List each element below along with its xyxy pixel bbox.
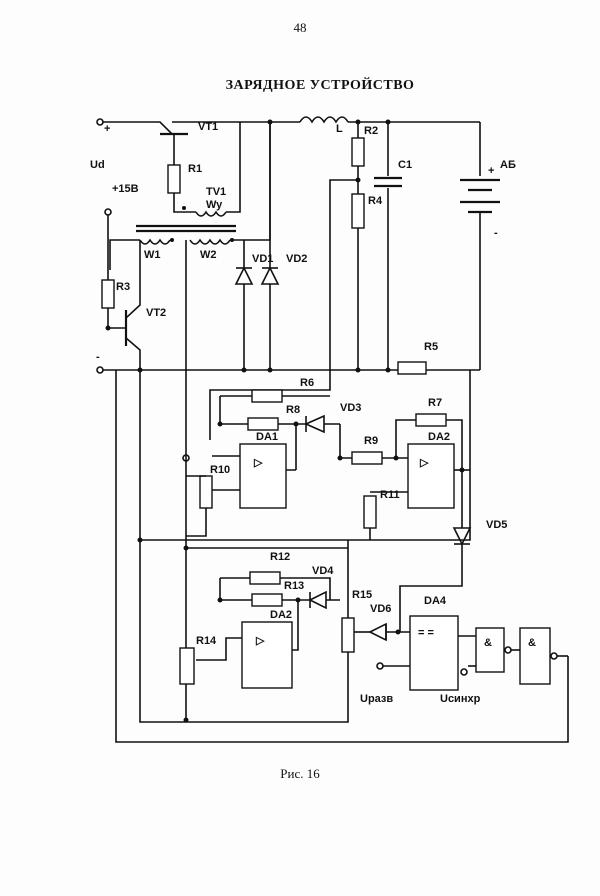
label-minus: - [96, 351, 100, 363]
and-gate-1 [475, 627, 505, 673]
label-ab: АБ [500, 159, 516, 171]
figure-caption: Рис. 16 [280, 766, 320, 781]
label-ab-minus: - [494, 227, 498, 239]
label-da2b: DA2 [270, 609, 292, 621]
diode-vd1 [234, 266, 254, 285]
comparator-da4 [409, 615, 459, 691]
opamp-da2-lower [241, 621, 293, 689]
diode-vd4 [308, 590, 327, 610]
label-r5: R5 [424, 341, 438, 353]
figure-title: ЗАРЯДНОЕ УСТРОЙСТВО [225, 78, 415, 93]
diode-vd2 [260, 266, 280, 285]
resistor-r12 [249, 571, 281, 585]
label-vd5: VD5 [486, 519, 507, 531]
label-r8: R8 [286, 404, 300, 416]
label-ud: Ud [90, 159, 105, 171]
label-r12: R12 [270, 551, 290, 563]
label-r2: R2 [364, 125, 378, 137]
winding-w1 [139, 238, 171, 245]
label-vd4: VD4 [312, 565, 334, 577]
label-uraz: Uразв [360, 693, 393, 705]
and-gate-2 [519, 627, 551, 685]
da2b-symbol: ▷ [255, 635, 265, 647]
label-r15: R15 [352, 589, 372, 601]
diode-vd6 [368, 622, 387, 642]
label-plus: + [104, 123, 110, 135]
battery-ab [460, 178, 500, 214]
label-wy: Wy [206, 199, 223, 211]
label-l: L [336, 123, 343, 135]
label-vd1: VD1 [252, 253, 273, 265]
opamp-da1 [239, 443, 287, 509]
label-da1: DA1 [256, 431, 278, 443]
transformer-wy [195, 210, 227, 217]
label-r10: R10 [210, 464, 230, 476]
resistor-r15 [341, 617, 355, 653]
plus-terminal [96, 118, 104, 126]
label-15v: +15В [112, 183, 139, 195]
label-r1: R1 [188, 163, 202, 175]
resistor-r11 [363, 495, 377, 529]
label-r13: R13 [284, 580, 304, 592]
label-usinhr: Uсинхр [440, 693, 481, 705]
label-r4: R4 [368, 195, 383, 207]
label-r9: R9 [364, 435, 378, 447]
inductor-l [299, 116, 349, 124]
label-r14: R14 [196, 635, 217, 647]
label-da4: DA4 [424, 595, 447, 607]
da2a-symbol: ▷ [419, 457, 429, 469]
label-r11: R11 [380, 489, 400, 501]
resistor-r5 [397, 361, 427, 375]
label-vd2: VD2 [286, 253, 307, 265]
resistor-r6 [251, 389, 283, 403]
label-eq: = = [418, 627, 434, 639]
da1-symbol: ▷ [253, 457, 263, 469]
label-w1: W1 [144, 249, 161, 261]
resistor-r13 [251, 593, 283, 607]
label-tv1: TV1 [206, 186, 226, 198]
label-vt1: VT1 [198, 121, 218, 133]
label-r7: R7 [428, 397, 442, 409]
opamp-da2-upper [407, 443, 455, 509]
label-ab-plus: + [488, 165, 494, 177]
resistor-r1 [167, 164, 181, 194]
resistor-r4 [351, 193, 365, 229]
label-r6: R6 [300, 377, 314, 389]
label-vd6: VD6 [370, 603, 391, 615]
label-c1: C1 [398, 159, 412, 171]
potentiometer-r14 [179, 647, 195, 685]
winding-w2 [189, 238, 231, 245]
label-w2: W2 [200, 249, 217, 261]
resistor-r2 [351, 137, 365, 167]
capacitor-c1 [374, 176, 402, 188]
diode-vd5 [452, 527, 472, 546]
page-number: 48 [293, 20, 307, 35]
label-and2: & [528, 637, 536, 649]
resistor-r7 [415, 413, 447, 427]
label-vt2: VT2 [146, 307, 166, 319]
label-da2a: DA2 [428, 431, 450, 443]
resistor-r3 [101, 279, 115, 309]
resistor-r9 [351, 451, 383, 465]
resistor-r8 [247, 417, 279, 431]
potentiometer-r10 [199, 475, 213, 509]
minus-terminal [96, 366, 104, 374]
label-vd3: VD3 [340, 402, 361, 414]
diode-vd3 [304, 414, 325, 434]
label-r3: R3 [116, 281, 130, 293]
label-and1: & [484, 637, 492, 649]
